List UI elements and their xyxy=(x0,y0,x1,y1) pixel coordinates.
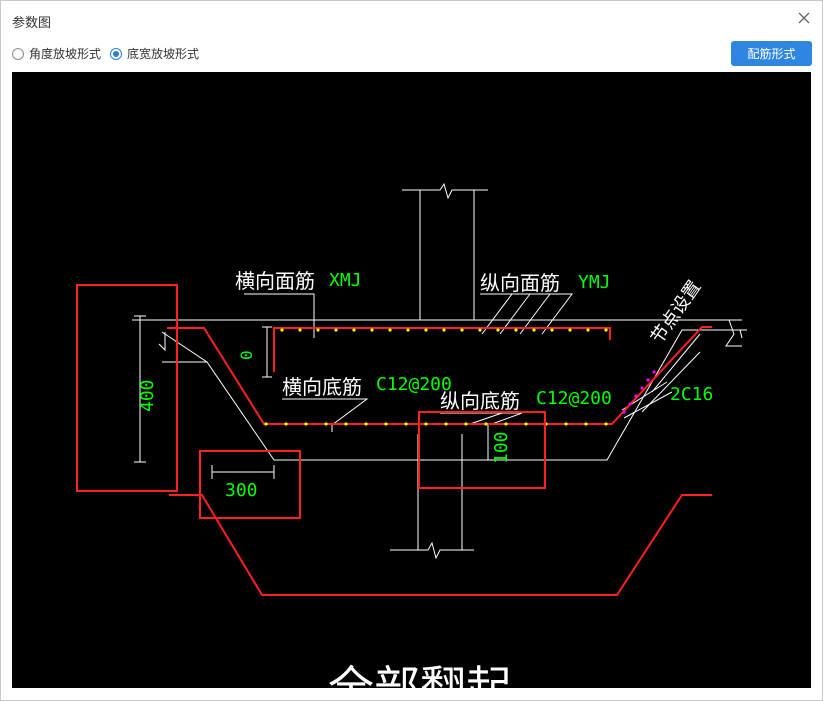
radio-label: 角度放坡形式 xyxy=(29,47,102,61)
radio-bottom-width-slope[interactable]: 底宽放坡形式 xyxy=(110,45,199,62)
radio-angle-slope[interactable]: 角度放坡形式 xyxy=(12,45,101,62)
bottom-transverse-rebar-label: 横向底筋 xyxy=(282,375,362,399)
bottom-longitudinal-rebar-label: 纵向底筋 xyxy=(440,389,520,413)
dimension-offset: 100 xyxy=(491,431,512,464)
radio-button-selected-icon xyxy=(110,47,122,60)
dimension-zero: 0 xyxy=(237,350,256,360)
close-icon[interactable] xyxy=(796,10,812,26)
cad-drawing: 横向面筋 XMJ 纵向面筋 YMJ 节点设置 横向底筋 C12@200 纵向底筋… xyxy=(76,182,747,688)
dimension-height: 400 xyxy=(137,379,158,412)
foundation-outline xyxy=(132,319,747,461)
toolbar: 角度放坡形式 底宽放坡形式 配筋形式 xyxy=(1,39,822,69)
dimension-width: 300 xyxy=(225,480,258,501)
parameter-drawing: 横向面筋 XMJ 纵向面筋 YMJ 节点设置 横向底筋 C12@200 纵向底筋… xyxy=(12,72,811,688)
rebar-form-button[interactable]: 配筋形式 xyxy=(731,41,812,66)
node-settings-label: 节点设置 xyxy=(647,277,705,348)
node-markers xyxy=(622,370,656,414)
top-longitudinal-rebar-value: YMJ xyxy=(578,272,611,293)
title-bar: 参数图 xyxy=(1,1,822,37)
drawing-caption: 全部翻起 xyxy=(328,661,512,688)
bottom-transverse-rebar-value: C12@200 xyxy=(376,374,452,395)
dialog-title: 参数图 xyxy=(12,15,52,30)
top-bar-dots xyxy=(280,328,608,332)
lower-column xyxy=(390,434,474,560)
bottom-longitudinal-rebar-value: C12@200 xyxy=(536,388,612,409)
top-longitudinal-rebar-label: 纵向面筋 xyxy=(480,271,560,295)
leader-lines xyxy=(244,293,701,432)
top-transverse-rebar-value: XMJ xyxy=(329,270,362,291)
upper-column xyxy=(402,182,488,320)
top-transverse-rebar-label: 横向面筋 xyxy=(235,269,315,293)
radio-button-icon xyxy=(12,47,24,60)
highlight-boxes xyxy=(76,284,546,519)
corner-bars-label: 2C16 xyxy=(670,384,713,405)
rebar-cage xyxy=(167,326,712,596)
bottom-bar-dots xyxy=(264,422,608,426)
radio-label: 底宽放坡形式 xyxy=(127,47,200,61)
